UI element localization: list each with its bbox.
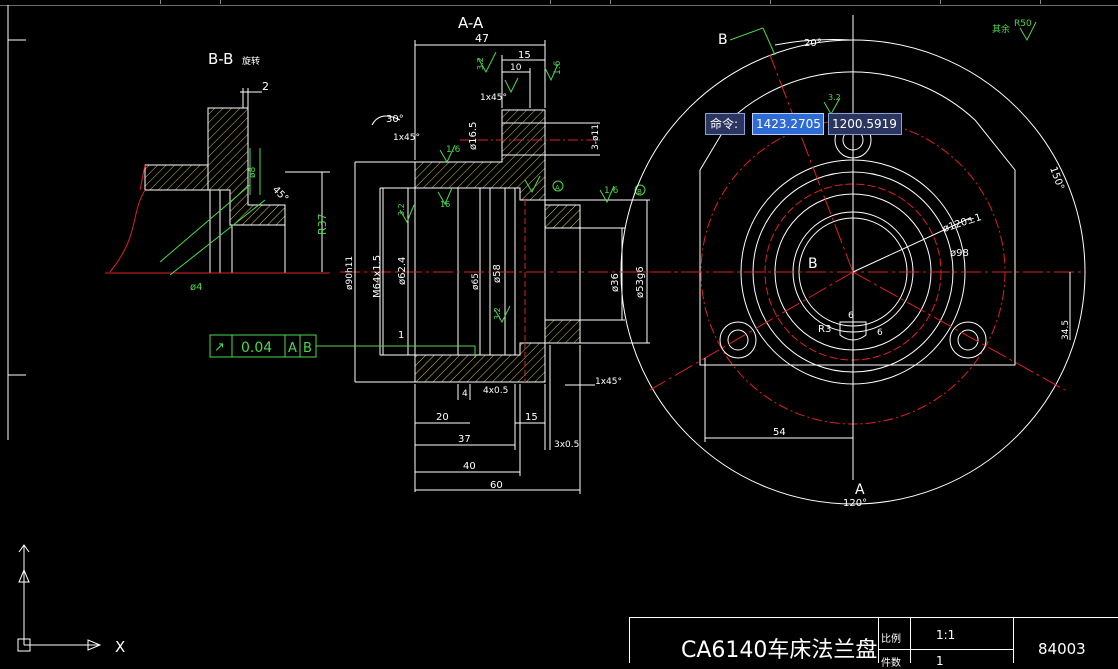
dim-1x45-a: 1x45° (480, 93, 507, 103)
dim-d58: ø58 (492, 264, 503, 283)
title-block: CA6140车床法兰盘 比例 1:1 件数 1 84003 (629, 617, 1118, 669)
section-aa-label: A-A (458, 14, 484, 32)
toolbar-segment[interactable] (610, 0, 771, 4)
runout-icon: ↗ (214, 340, 225, 355)
dim-60: 60 (490, 480, 503, 491)
dim-r3: R3 (818, 324, 831, 335)
dim-4x0-5: 4x0.5 (483, 386, 508, 396)
svg-text:1.6: 1.6 (446, 145, 461, 155)
view-mark-b-center: B (808, 256, 818, 272)
dim-d8: ø8 (248, 166, 258, 178)
drawing-number: 84003 (1038, 640, 1086, 658)
dim-1x45-c: 1x45° (595, 377, 622, 387)
dim-3x0-5: 3x0.5 (554, 440, 579, 450)
svg-text:3.2: 3.2 (493, 307, 502, 320)
section-bb-label: B-B (208, 50, 233, 68)
dim-d65: ø65 (471, 273, 481, 290)
dim-20deg: 20° (804, 38, 822, 49)
dim-34-5: 34.5 (1061, 320, 1071, 340)
toolbar-segment[interactable] (160, 0, 221, 4)
x-coordinate-input[interactable]: 1423.2705 (752, 113, 824, 135)
svg-text:3.2: 3.2 (397, 203, 406, 216)
dim-d53g6: ø53g6 (635, 266, 646, 298)
dim-47: 47 (475, 32, 489, 45)
toolbar-segment[interactable] (770, 0, 941, 4)
dim-r37: R37 (316, 213, 329, 235)
dim-2: 2 (262, 80, 269, 93)
datum-b: B (303, 341, 312, 356)
svg-text:1.6: 1.6 (604, 186, 619, 196)
dim-20: 20 (436, 412, 449, 423)
dim-d36: ø36 (610, 273, 621, 292)
geometric-tolerance-frame[interactable]: ↗ 0.04 A B (209, 334, 476, 358)
toolbar-segment[interactable] (220, 0, 551, 4)
datum-a: A (288, 341, 297, 356)
svg-text:A: A (555, 184, 560, 192)
command-label: 命令: (705, 113, 745, 135)
ucs-x-label: X (115, 638, 125, 656)
dim-3-d11: 3-ø11 (591, 124, 601, 150)
svg-text:16: 16 (440, 200, 450, 209)
dim-6-top: 6 (848, 311, 854, 321)
toolbar-segment[interactable] (0, 0, 161, 4)
toolbar-segment[interactable] (940, 0, 1041, 4)
svg-text:1.6: 1.6 (553, 60, 563, 75)
dim-30deg: 30° (386, 114, 404, 125)
dim-1: 1 (398, 330, 404, 341)
dim-45deg: 45° (270, 184, 290, 204)
view-mark-b-top: B (718, 32, 728, 48)
dim-4: 4 (462, 389, 468, 399)
dim-40: 40 (463, 461, 476, 472)
section-bb-view[interactable]: B-B 旋转 2 ø8 45° R37 ø4 (105, 50, 330, 293)
dim-d98: ø98 (950, 248, 969, 259)
dim-6-side: 6 (877, 328, 883, 338)
dim-m64: M64x1.5 (372, 255, 383, 298)
roughness-r50: R50 (1014, 19, 1032, 29)
section-aa-view[interactable]: A-A (209, 14, 700, 494)
roughness-symbols (399, 51, 615, 324)
ucs-icon: X (17, 544, 125, 656)
section-bb-note: 旋转 (242, 55, 260, 67)
dim-120deg: 120° (843, 498, 867, 509)
svg-text:B: B (637, 188, 642, 196)
view-mark-a-bottom: A (855, 482, 865, 498)
dim-d90h11: ø90h11 (345, 256, 355, 290)
dim-15-bottom: 15 (525, 412, 538, 423)
scale-value: 1:1 (936, 628, 956, 642)
scale-label: 比例 (881, 634, 901, 645)
other-note: 其余 (992, 23, 1010, 35)
dim-d4: ø4 (190, 282, 202, 293)
dim-54: 54 (773, 427, 786, 438)
qty-value: 1 (936, 654, 944, 668)
dim-1x45-b: 1x45° (393, 133, 420, 143)
svg-text:3.2: 3.2 (476, 57, 485, 70)
dim-d120: ø120±1 (942, 212, 983, 235)
dim-15-top: 15 (518, 50, 531, 61)
front-view[interactable]: B B A 20° 120° 150° ø120±1 ø98 R3 6 6 54… (620, 15, 1086, 509)
dim-d16-5: ø16.5 (468, 122, 479, 150)
svg-text:3.2: 3.2 (828, 93, 841, 102)
drawing-title: CA6140车床法兰盘 (681, 638, 878, 663)
dim-150deg: 150° (1047, 165, 1066, 191)
dim-37: 37 (458, 434, 471, 445)
dim-d62-4: ø62.4 (397, 257, 408, 285)
top-toolbar-edge (0, 0, 1118, 6)
y-coordinate-input[interactable]: 1200.5919 (828, 113, 902, 135)
dim-10: 10 (510, 63, 522, 73)
toolbar-segment[interactable] (550, 0, 611, 4)
tolerance-value: 0.04 (241, 340, 272, 356)
